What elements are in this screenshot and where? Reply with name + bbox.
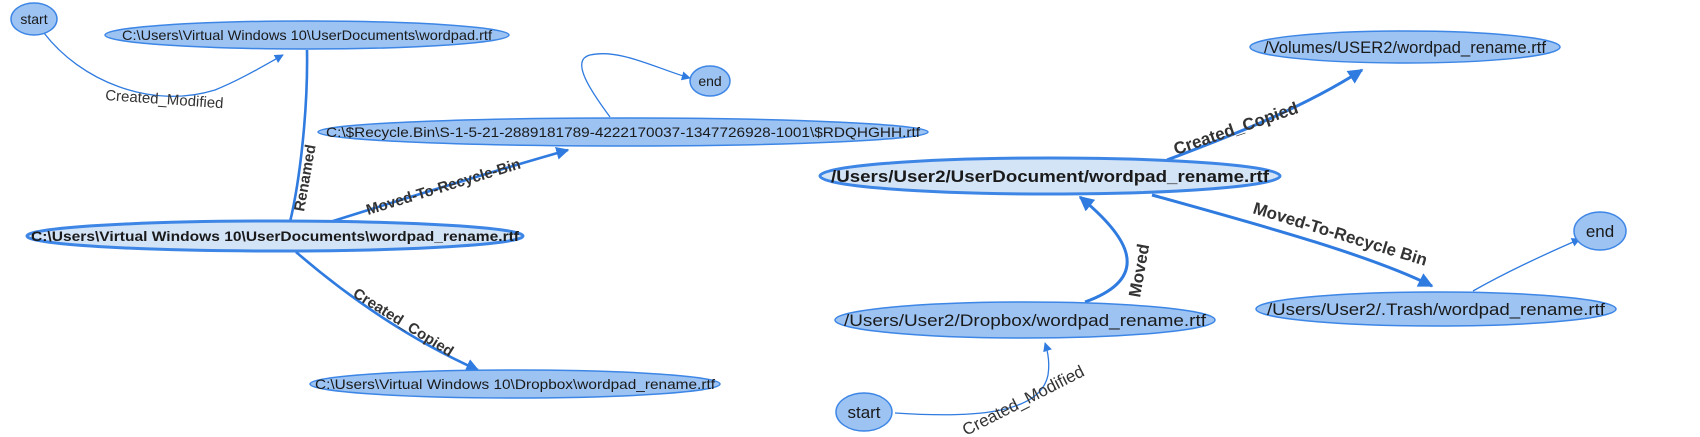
edge-label-right-created-modified: Created_Modified: [959, 362, 1087, 437]
edge-label-left-created-modified: Created_Modified: [105, 87, 224, 112]
node-label: C:\Users\Virtual Windows 10\Dropbox\word…: [315, 376, 715, 392]
edge-right-userdoc-to-trash: [1151, 193, 1434, 288]
edge-left-start-to-wordpad: [43, 32, 284, 97]
node-label: end: [1586, 222, 1614, 241]
node-label: /Users/User2/Dropbox/wordpad_rename.rtf: [844, 311, 1206, 330]
left-graph: Created_Modified Renamed Moved-To-Recycl…: [10, 2, 929, 399]
edge-label-left-renamed: Renamed: [291, 143, 319, 212]
node-left-rename[interactable]: C:\Users\Virtual Windows 10\UserDocument…: [25, 219, 525, 253]
edge-label-right-moved-to-recycle: Moved-To-Recycle Bin: [1251, 199, 1430, 270]
node-label: C:\Users\Virtual Windows 10\UserDocument…: [122, 27, 492, 43]
node-right-userdoc[interactable]: /Users/User2/UserDocument/wordpad_rename…: [818, 156, 1282, 196]
node-right-end[interactable]: end: [1573, 211, 1627, 251]
node-label: C:\Users\Virtual Windows 10\UserDocument…: [31, 228, 519, 244]
node-label: end: [698, 73, 721, 89]
node-right-start[interactable]: start: [835, 392, 893, 432]
node-left-recycle[interactable]: C:\$Recycle.Bin\S-1-5-21-2889181789-4222…: [317, 117, 929, 147]
edge-right-dropbox-to-userdoc: [1078, 195, 1129, 304]
edge-left-rename-to-dropbox: [295, 251, 480, 372]
node-left-end[interactable]: end: [689, 65, 731, 97]
node-label: start: [20, 11, 47, 27]
edge-right-userdoc-to-volumes: [1166, 68, 1364, 162]
edge-label-left-moved-to-recycle: Moved-To-Recycle-Bin: [364, 156, 523, 219]
node-label: /Users/User2/.Trash/wordpad_rename.rtf: [1267, 300, 1605, 319]
right-graph: Created_Copied Moved-To-Recycle Bin Move…: [818, 30, 1627, 437]
node-left-dropbox[interactable]: C:\Users\Virtual Windows 10\Dropbox\word…: [309, 369, 721, 399]
node-right-volumes[interactable]: /Volumes/USER2/wordpad_rename.rtf: [1249, 30, 1561, 64]
edge-left-recycle-to-end: [581, 53, 691, 118]
edge-right-trash-to-end: [1472, 238, 1581, 292]
node-left-start[interactable]: start: [10, 2, 58, 36]
node-label: /Volumes/USER2/wordpad_rename.rtf: [1264, 38, 1546, 57]
node-label: C:\$Recycle.Bin\S-1-5-21-2889181789-4222…: [326, 124, 920, 140]
edge-left-wordpad-to-rename: [288, 49, 309, 223]
edge-left-rename-to-recycle: [329, 146, 570, 224]
node-label: /Users/User2/UserDocument/wordpad_rename…: [831, 167, 1269, 186]
node-right-trash[interactable]: /Users/User2/.Trash/wordpad_rename.rtf: [1255, 291, 1617, 327]
edge-right-start-to-dropbox: [894, 342, 1052, 416]
node-right-dropbox[interactable]: /Users/User2/Dropbox/wordpad_rename.rtf: [834, 301, 1216, 339]
node-label: start: [847, 403, 880, 422]
node-left-wordpad[interactable]: C:\Users\Virtual Windows 10\UserDocument…: [104, 20, 510, 50]
edge-label-right-created-copied: Created_Copied: [1171, 98, 1300, 158]
edge-label-right-moved: Moved: [1125, 242, 1153, 298]
edge-label-left-created-copied: Created_Copied: [350, 285, 457, 360]
